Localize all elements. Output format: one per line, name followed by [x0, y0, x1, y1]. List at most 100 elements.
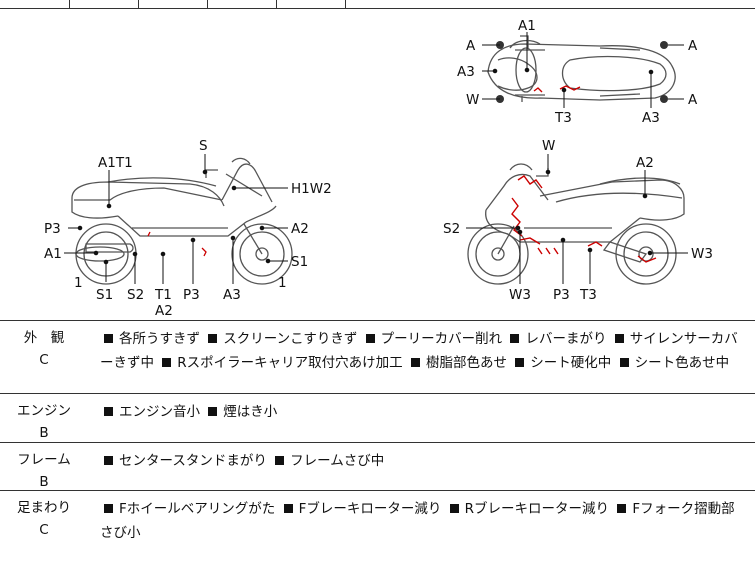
previous-table-strip — [0, 0, 755, 9]
category-name: フレーム — [17, 452, 71, 468]
category-grade: B — [39, 474, 49, 490]
label-s1-left-right: S1 — [291, 254, 308, 270]
left-view-labels: S A1T1 H1W2 P3 A2 A1 S1 1 1 S1 S2 T1 A2 … — [44, 138, 332, 319]
category-grade: C — [39, 352, 49, 368]
condition-item: Rスポイラーキャリア取付穴あけ加工 — [177, 355, 403, 371]
bullet-square-icon — [515, 358, 525, 367]
left-view-damage-marks — [147, 231, 207, 257]
condition-item: センタースタンドまがり — [119, 453, 267, 469]
bullet-square-icon — [619, 358, 629, 367]
condition-item: スクリーンこすりきず — [223, 331, 358, 347]
category-name: エンジン — [17, 403, 71, 419]
bullet-square-icon — [104, 407, 113, 416]
condition-item: Fフォーク摺動部さび小 — [100, 501, 735, 541]
label-a-top-left: A — [466, 38, 476, 54]
condition-row-frame: フレーム B センタースタンドまがり フレームさび中 — [0, 443, 755, 491]
label-1-left: 1 — [74, 275, 83, 291]
label-a-top-right: A — [688, 38, 698, 54]
condition-item: Fホイールベアリングがた — [119, 501, 276, 517]
label-a-bottom-right: A — [688, 92, 698, 108]
row-category: 外 観 C — [0, 321, 88, 371]
bullet-square-icon — [410, 358, 420, 367]
condition-item: エンジン音小 — [119, 404, 200, 420]
label-a3-top-left: A3 — [457, 64, 475, 80]
label-s-left: S — [199, 138, 208, 154]
left-view-leaders — [64, 154, 288, 284]
row-category: 足まわり C — [0, 491, 88, 541]
label-a1t1-left: A1T1 — [98, 155, 133, 171]
table-divider — [138, 0, 139, 8]
bullet-square-icon — [104, 504, 113, 513]
bullet-square-icon — [510, 334, 520, 343]
condition-item: 樹脂部色あせ — [425, 355, 507, 371]
condition-row-suspension: 足まわり C Fホイールベアリングがた Fブレーキローター減り Rブレーキロータ… — [0, 491, 755, 561]
table-divider — [69, 0, 70, 8]
damage-diagram: A1 A A3 W T3 A3 A A — [0, 8, 755, 321]
label-p3-left: P3 — [44, 221, 61, 237]
right-view-damage-marks — [511, 175, 657, 263]
condition-item: フレームさび中 — [290, 453, 385, 469]
label-h1w2-left: H1W2 — [291, 181, 332, 197]
row-items: 各所うすきず スクリーンこすりきず プーリーカバー削れ レバーまがり サイレンサ… — [100, 327, 747, 375]
label-w3-right: W3 — [691, 246, 713, 262]
condition-item: Rブレーキローター減り — [464, 501, 610, 517]
label-t1-left: T1 — [154, 287, 172, 303]
bullet-square-icon — [617, 504, 627, 513]
top-view-damage-marks — [533, 85, 581, 93]
label-s1-left-bottom: S1 — [96, 287, 113, 303]
row-category: エンジン B — [0, 394, 88, 444]
label-a3-left: A3 — [223, 287, 241, 303]
left-view-scooter — [71, 157, 293, 285]
label-s2-left: S2 — [127, 287, 144, 303]
label-p3-left-bottom: P3 — [183, 287, 200, 303]
row-items: センタースタンドまがり フレームさび中 — [100, 449, 747, 473]
bullet-square-icon — [208, 407, 218, 416]
category-name: 足まわり — [17, 500, 71, 516]
label-a2-right: A2 — [636, 155, 654, 171]
condition-row-exterior: 外 観 C 各所うすきず スクリーンこすりきず プーリーカバー削れ レバーまがり… — [0, 321, 755, 394]
label-t3-top: T3 — [554, 110, 572, 126]
label-p3-right: P3 — [553, 287, 570, 303]
bullet-square-icon — [449, 504, 459, 513]
label-a2-left-bottom: A2 — [155, 303, 173, 319]
label-w-right: W — [542, 138, 555, 154]
label-a2-left: A2 — [291, 221, 309, 237]
scooter-diagram-svg: A1 A A3 W T3 A3 A A — [44, 18, 713, 319]
label-1-right: 1 — [278, 275, 287, 291]
top-view-labels: A1 A A3 W T3 A3 A A — [457, 18, 698, 126]
bullet-square-icon — [365, 334, 375, 343]
condition-item: サイレンサーカバーきず中 — [100, 331, 738, 371]
label-a1-top: A1 — [518, 18, 536, 34]
bullet-square-icon — [208, 334, 218, 343]
condition-item: Fブレーキローター減り — [298, 501, 442, 517]
condition-item: 各所うすきず — [119, 331, 200, 347]
condition-item: シート硬化中 — [530, 355, 612, 371]
bullet-square-icon — [283, 504, 293, 513]
bullet-square-icon — [614, 334, 624, 343]
bullet-square-icon — [162, 358, 172, 367]
label-t3-right: T3 — [579, 287, 597, 303]
row-items: エンジン音小 煙はき小 — [100, 400, 747, 424]
right-view-leaders — [466, 154, 688, 284]
table-divider — [345, 0, 346, 8]
label-s2-right: S2 — [443, 221, 460, 237]
category-name: 外 観 — [23, 330, 65, 346]
label-a1-left: A1 — [44, 246, 62, 262]
row-items: Fホイールベアリングがた Fブレーキローター減り Rブレーキローター減り Fフォ… — [100, 497, 747, 545]
top-view-leaders — [482, 32, 684, 108]
table-divider — [207, 0, 208, 8]
row-category: フレーム B — [0, 443, 88, 493]
label-w3-bottom: W3 — [509, 287, 531, 303]
right-view-scooter — [467, 163, 685, 285]
bullet-square-icon — [104, 334, 113, 343]
bullet-square-icon — [275, 456, 285, 465]
condition-item: 煙はき小 — [223, 404, 278, 420]
top-view-scooter — [487, 35, 676, 103]
table-divider — [276, 0, 277, 8]
condition-item: シート色あせ中 — [634, 355, 730, 371]
condition-item: プーリーカバー削れ — [380, 331, 503, 347]
condition-item: レバーまがり — [525, 331, 607, 347]
category-grade: C — [39, 522, 49, 538]
condition-row-engine: エンジン B エンジン音小 煙はき小 — [0, 394, 755, 443]
label-w-top-left: W — [466, 92, 479, 108]
